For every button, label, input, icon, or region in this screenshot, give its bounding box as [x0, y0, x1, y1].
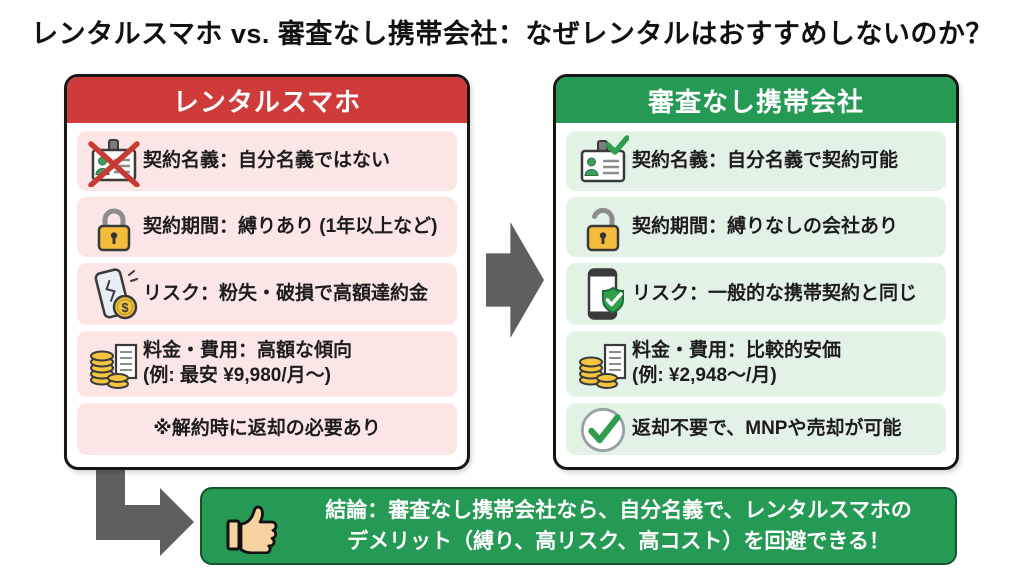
- lock-closed-icon: [97, 208, 131, 252]
- table-row: 契約名義：自分名義ではない: [77, 131, 457, 191]
- row-label-main: 料金・費用：高額な傾向: [143, 340, 353, 362]
- row-label: 返却不要で、MNPや売却が可能: [632, 417, 902, 439]
- left-panel-title: レンタルスマホ: [172, 86, 362, 117]
- table-row: 料金・費用：比較的安価 (例: ¥2,948〜/月): [566, 331, 946, 397]
- svg-text:$: $: [121, 300, 129, 315]
- coins-receipt-icon: [90, 343, 138, 389]
- left-panel-header: レンタルスマホ: [67, 77, 467, 123]
- row-label: 契約期間：縛りなしの会社あり: [632, 215, 899, 237]
- row-label: 料金・費用：比較的安価 (例: ¥2,948〜/月): [632, 339, 841, 388]
- row-label: リスク：粉失・破損で高額達約金: [143, 282, 429, 304]
- row-label-sub: (例: 最安 ¥9,980/月〜): [143, 365, 331, 386]
- conclusion-text: 結論：審査なし携帯会社なら、自分名義で、レンタルスマホの デメリット（縛り、高リ…: [298, 495, 939, 558]
- left-panel-rows: 契約名義：自分名義ではない 契約期間：縛りあり (1年以上など): [67, 123, 467, 463]
- row-label: 契約名義：自分名義で契約可能: [632, 149, 899, 171]
- right-panel-title: 審査なし携帯会社: [647, 86, 864, 117]
- table-row: 返却不要で、MNPや売却が可能: [566, 403, 946, 455]
- phone-shield-icon: [574, 268, 632, 320]
- rental-smartphone-panel: レンタルスマホ 契約名義：自分名義ではない: [64, 74, 470, 470]
- broken-phone-money-icon: $: [85, 268, 143, 320]
- broken-phone-money-icon: $: [94, 268, 138, 320]
- thumbs-up-icon: [222, 498, 288, 554]
- thumbs-up-icon: [226, 505, 278, 554]
- row-label: ※解約時に返却の必要あり: [153, 417, 381, 439]
- row-label: 料金・費用：高額な傾向 (例: 最安 ¥9,980/月〜): [143, 339, 352, 388]
- right-arrow: [486, 222, 544, 338]
- id-card-check-icon: [574, 135, 632, 187]
- right-panel-header: 審査なし携帯会社: [556, 77, 956, 123]
- row-label: 契約期間：縛りあり (1年以上など): [143, 215, 438, 237]
- table-row: ※解約時に返却の必要あり: [77, 403, 457, 455]
- table-row: 料金・費用：高額な傾向 (例: 最安 ¥9,980/月〜): [77, 331, 457, 397]
- row-label-sub: (例: ¥2,948〜/月): [632, 365, 777, 386]
- conclusion-banner: 結論：審査なし携帯会社なら、自分名義で、レンタルスマホの デメリット（縛り、高リ…: [200, 487, 957, 565]
- lock-open-icon: [586, 208, 620, 252]
- table-row: 契約名義：自分名義で契約可能: [566, 131, 946, 191]
- coins-receipt-icon: [574, 338, 632, 390]
- check-circle-icon: [580, 407, 626, 453]
- no-screening-carrier-panel: 審査なし携帯会社 契約名義：自分名義で契約可能: [553, 74, 959, 470]
- table-row: 契約期間：縛りなしの会社あり: [566, 197, 946, 257]
- coins-receipt-icon: [85, 338, 143, 390]
- phone-shield-icon: [587, 268, 624, 320]
- id-card-crossed-icon: [88, 139, 140, 187]
- lock-open-icon: [574, 201, 632, 253]
- row-label: リスク：一般的な携帯契約と同じ: [632, 282, 918, 304]
- table-row: $ リスク：粉失・破損で高額達約金: [77, 263, 457, 325]
- conclusion-line-1: 結論：審査なし携帯会社なら、自分名義で、レンタルスマホの: [325, 498, 912, 522]
- id-card-check-icon: [580, 135, 629, 183]
- conclusion-line-2: デメリット（縛り、高リスク、高コスト）を回避できる！: [347, 530, 890, 553]
- row-label: 契約名義：自分名義ではない: [143, 149, 391, 171]
- check-circle-icon: [574, 404, 632, 454]
- row-label-main: 料金・費用：比較的安価: [632, 340, 842, 362]
- page-title: レンタルスマホ vs. 審査なし携帯会社：なぜレンタルはおすすめしないのか？: [31, 19, 993, 49]
- id-card-crossed-icon: [85, 135, 143, 187]
- right-panel-rows: 契約名義：自分名義で契約可能 契約期間：縛りなしの会社あり: [556, 123, 956, 463]
- table-row: 契約期間：縛りあり (1年以上など): [77, 197, 457, 257]
- coins-receipt-icon: [579, 343, 627, 389]
- table-row: リスク：一般的な携帯契約と同じ: [566, 263, 946, 325]
- lock-closed-icon: [85, 201, 143, 253]
